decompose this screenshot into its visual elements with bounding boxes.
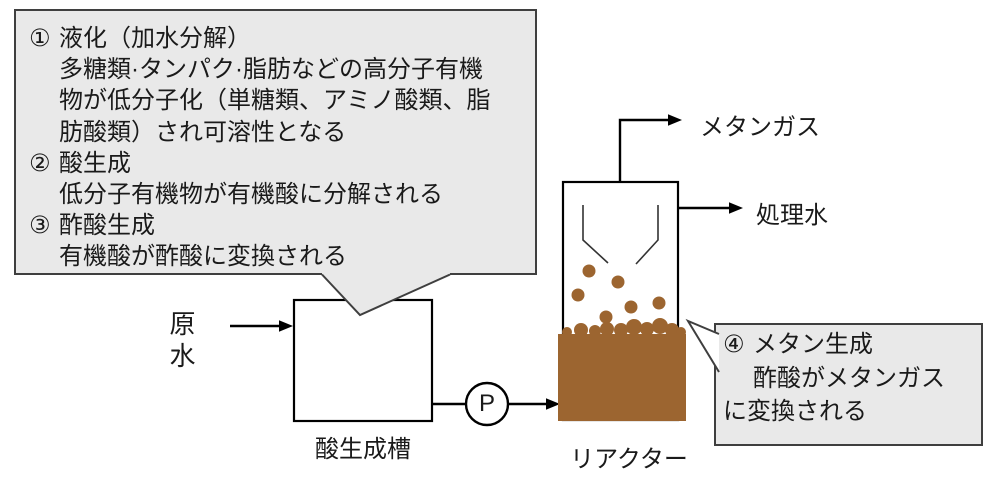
sludge-bed bbox=[558, 318, 686, 421]
callout-hydrolysis-tail bbox=[321, 266, 451, 317]
callout-hydrolysis-box bbox=[14, 9, 537, 275]
pump-label: P bbox=[478, 390, 495, 417]
callout-methane-tail bbox=[685, 318, 720, 373]
methane-gas-arrow bbox=[618, 114, 682, 181]
step-text: 低分子有機物が有機酸に分解される bbox=[59, 181, 443, 209]
callout-line: 低分子有機物が有機酸に分解される bbox=[29, 179, 530, 210]
step-text: メタン生成 bbox=[753, 331, 873, 358]
step-number bbox=[29, 179, 59, 210]
step-number bbox=[29, 54, 59, 85]
pump-to-reactor-arrow bbox=[508, 398, 560, 410]
step-text: 肪酸類）され可溶性となる bbox=[59, 118, 347, 146]
step-text: 酢酸生成 bbox=[59, 212, 155, 240]
callout-line: ① 液化（加水分解） bbox=[29, 23, 530, 54]
step-number bbox=[29, 117, 59, 148]
callout-line: 多糖類·タンパク·脂肪などの高分子有機 bbox=[29, 54, 530, 85]
callout-methane-text: ④ メタン生成 酢酸がメタンガス に変換される bbox=[715, 324, 982, 429]
pump-circle bbox=[464, 381, 510, 427]
callout-line: ③ 酢酸生成 bbox=[29, 210, 530, 241]
callout-line: ② 酸生成 bbox=[29, 148, 530, 179]
step-number bbox=[723, 362, 753, 396]
callout-methane-box bbox=[714, 323, 983, 446]
callout-line: 物が低分子化（単糖類、アミノ酸類、脂 bbox=[29, 85, 530, 116]
reactor-label: リアクター bbox=[570, 446, 688, 473]
step-number: ④ bbox=[723, 331, 745, 358]
methane-gas-label: メタンガス bbox=[700, 114, 820, 141]
callout-line: ④ メタン生成 bbox=[723, 328, 976, 362]
step-text: 液化（加水分解） bbox=[59, 25, 251, 52]
callout-line: 有機酸が酢酸に変換される bbox=[29, 241, 530, 272]
granule-dots bbox=[571, 264, 666, 324]
raw-water-arrow bbox=[230, 320, 293, 332]
step-number bbox=[29, 241, 59, 272]
step-number bbox=[29, 85, 59, 116]
treated-water-arrow bbox=[679, 202, 743, 214]
step-text: 有機酸が酢酸に変換される bbox=[59, 243, 347, 271]
step-text: 物が低分子化（単糖類、アミノ酸類、脂 bbox=[59, 87, 491, 115]
step-text: に変換される bbox=[723, 398, 867, 425]
step-text: 酸生成 bbox=[59, 149, 131, 177]
step-text: 多糖類·タンパク·脂肪などの高分子有機 bbox=[59, 56, 483, 84]
callout-line: 酢酸がメタンガス bbox=[723, 362, 976, 396]
raw-water-label: 原 水 bbox=[169, 309, 196, 371]
treated-water-label: 処理水 bbox=[756, 202, 828, 229]
step-number: ② bbox=[29, 149, 51, 177]
callout-line: に変換される bbox=[723, 395, 976, 429]
step-text: 酢酸がメタンガス bbox=[753, 364, 945, 392]
callout-hydrolysis-text: ① 液化（加水分解） 多糖類·タンパク·脂肪などの高分子有機 物が低分子化（単糖類… bbox=[15, 10, 536, 273]
step-number: ③ bbox=[29, 212, 51, 240]
gas-separator-funnel bbox=[582, 205, 659, 265]
acid-tank-label: 酸生成槽 bbox=[315, 436, 411, 463]
step-number: ① bbox=[29, 25, 51, 52]
callout-line: 肪酸類）され可溶性となる bbox=[29, 117, 530, 148]
acid-tank-box bbox=[292, 298, 434, 423]
